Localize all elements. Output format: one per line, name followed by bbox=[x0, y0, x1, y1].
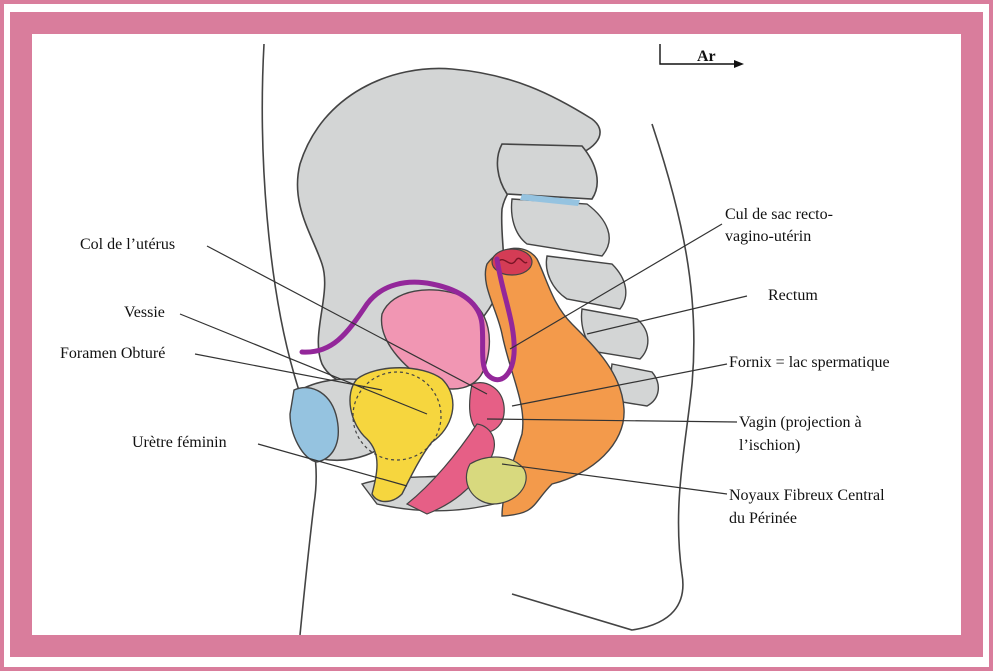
sacral-vertebra-3 bbox=[580, 308, 649, 360]
pointer-col-uterus bbox=[206, 245, 488, 395]
rectum-lumen-folds bbox=[497, 257, 528, 265]
sacral-vertebra-2 bbox=[545, 255, 627, 310]
label-rectum: Rectum bbox=[768, 287, 818, 304]
orientation-arrowhead bbox=[734, 60, 744, 68]
intervertebral-disc bbox=[520, 194, 580, 206]
body-outline-anterior bbox=[261, 43, 317, 635]
rectum bbox=[484, 247, 625, 517]
sacrum-body bbox=[496, 143, 598, 200]
label-vagin-line2: l’ischion) bbox=[739, 437, 801, 454]
perineal-body bbox=[465, 456, 527, 505]
label-noyaux-line1: Noyaux Fibreux Central bbox=[729, 487, 885, 504]
pointer-uretre bbox=[257, 443, 408, 487]
pointer-vessie bbox=[179, 313, 428, 415]
vagina bbox=[405, 423, 495, 515]
label-foramen: Foramen Obturé bbox=[60, 345, 166, 362]
label-fornix: Fornix = lac spermatique bbox=[729, 354, 890, 371]
pointer-vagin bbox=[486, 418, 738, 423]
body-outline-posterior bbox=[511, 123, 695, 631]
pointer-rectum bbox=[586, 295, 748, 335]
peritoneum-line bbox=[299, 256, 517, 383]
label-col-uterus: Col de l’utérus bbox=[80, 236, 176, 253]
label-cul-de-sac-line1: Cul de sac recto- bbox=[725, 206, 833, 223]
pelvis-illustration bbox=[179, 43, 748, 635]
pointer-foramen bbox=[194, 353, 383, 391]
rectum-lumen bbox=[491, 248, 533, 276]
obturator-foramen bbox=[349, 367, 454, 503]
orientation-label: Ar bbox=[697, 48, 716, 65]
label-vessie: Vessie bbox=[124, 304, 165, 321]
uterus-cervix bbox=[469, 382, 505, 433]
pubic-symphysis bbox=[289, 386, 339, 463]
pointer-fornix bbox=[511, 363, 728, 407]
label-uretre: Urètre féminin bbox=[132, 434, 227, 451]
diagram-panel: Ar Col de l’utérus Vessie Foramen Obturé… bbox=[32, 34, 961, 635]
ischial-projection-circle bbox=[352, 371, 442, 461]
pointer-cul-de-sac bbox=[509, 223, 723, 350]
pointer-noyaux bbox=[501, 463, 728, 495]
label-noyaux-line2: du Périnée bbox=[729, 510, 797, 527]
pointer-lines bbox=[179, 223, 748, 495]
sacral-vertebra-1 bbox=[510, 198, 610, 257]
orientation-arrow bbox=[659, 44, 737, 65]
label-cul-de-sac-line2: vagino-utérin bbox=[725, 228, 812, 245]
label-vagin-line1: Vagin (projection à bbox=[739, 414, 862, 431]
